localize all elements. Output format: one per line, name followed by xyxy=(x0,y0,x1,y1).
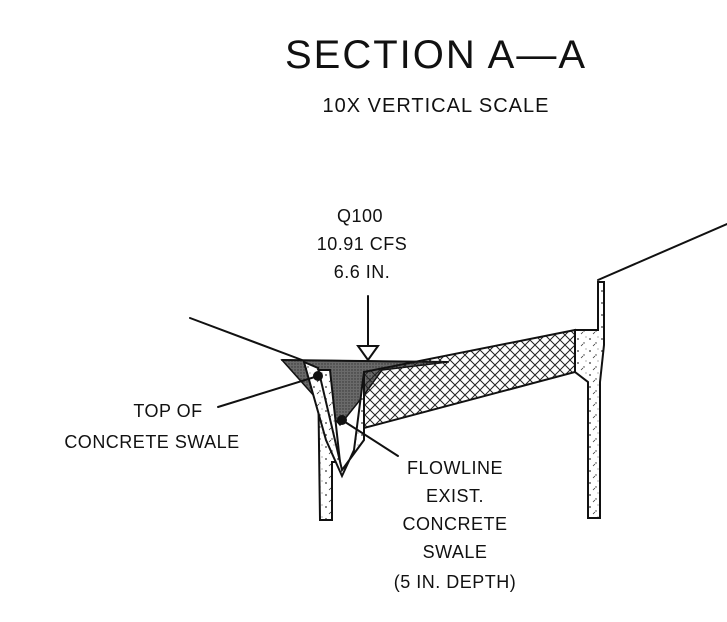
top-of-swale-leader xyxy=(217,375,319,408)
paving-crosshatch xyxy=(363,328,576,430)
flowline-leader xyxy=(341,419,399,457)
existing-ground-left xyxy=(189,317,303,361)
flowline-label-line1: FLOWLINE xyxy=(407,458,503,478)
flow-depth: 6.6 IN. xyxy=(334,262,391,282)
flowline-label-line5: (5 IN. DEPTH) xyxy=(394,572,517,592)
water-surface-arrow xyxy=(356,345,380,362)
section-title: SECTION A—A xyxy=(285,33,587,77)
existing-ground-right xyxy=(597,223,727,281)
curb-wall xyxy=(574,281,605,519)
concrete-swale xyxy=(302,360,365,479)
flow-label: Q100 xyxy=(337,206,383,226)
flowline-label-line2: EXIST. xyxy=(426,486,484,506)
top-of-swale-label-line2: CONCRETE SWALE xyxy=(64,432,239,452)
top-of-swale-label-line1: TOP OF xyxy=(133,401,202,421)
section-subtitle: 10X VERTICAL SCALE xyxy=(323,95,550,117)
flow-rate: 10.91 CFS xyxy=(317,234,408,254)
flowline-label-line3: CONCRETE xyxy=(402,514,507,534)
flowline-label-line4: SWALE xyxy=(423,542,488,562)
